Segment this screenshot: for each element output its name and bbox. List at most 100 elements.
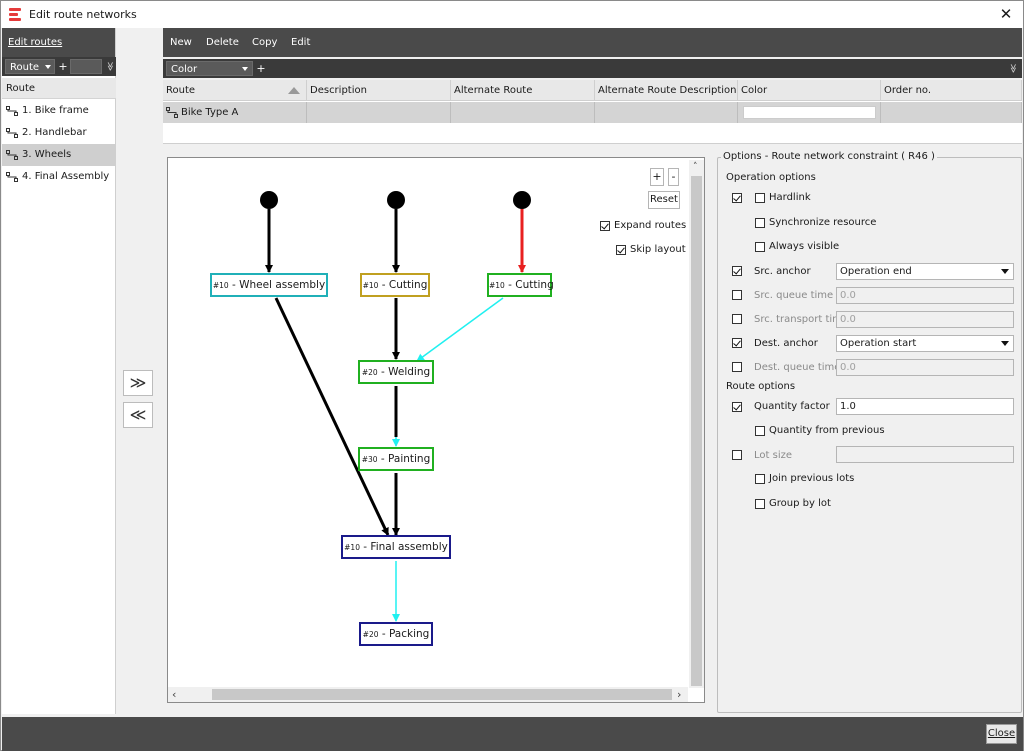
route-filter-dropdown[interactable]: Route — [5, 59, 55, 74]
add-filter-button[interactable]: + — [256, 62, 266, 75]
sidebar-item-route[interactable]: 2. Handlebar — [2, 122, 116, 144]
quantity-factor-input[interactable]: 1.0 — [836, 398, 1014, 415]
synchronize-resource-checkbox[interactable] — [755, 218, 765, 228]
route-network-canvas[interactable]: #10 - Wheel assembly#10 - Cutting#10 - C… — [167, 157, 705, 703]
expand-filter-chevron-icon[interactable]: ≫ — [1007, 63, 1018, 74]
operation-node[interactable]: #20 - Packing — [359, 622, 433, 646]
vertical-scrollbar[interactable]: ˄ — [689, 160, 704, 688]
dest-queue-time-input[interactable]: 0.0 — [836, 359, 1014, 376]
operation-node[interactable]: #10 - Final assembly — [341, 535, 451, 559]
sidebar-item-route[interactable]: 4. Final Assembly — [2, 166, 116, 188]
expand-filter-chevron-icon[interactable]: ≫ — [104, 61, 115, 72]
src-anchor-checkbox[interactable] — [732, 266, 742, 276]
bottom-bar — [2, 717, 1023, 751]
delete-button[interactable]: Delete — [206, 37, 239, 48]
scroll-left-icon[interactable]: ‹ — [172, 688, 177, 701]
left-toolbar: Edit routes — [2, 28, 115, 57]
column-header-route[interactable]: Route — [163, 80, 307, 101]
lot-size-input[interactable] — [836, 446, 1014, 463]
operation-node[interactable]: #10 - Cutting — [487, 273, 554, 297]
operation-node[interactable]: #20 - Welding — [358, 360, 434, 384]
src-transport-time-checkbox[interactable] — [732, 314, 742, 324]
reset-button[interactable]: Reset — [648, 191, 680, 209]
start-point[interactable] — [387, 191, 405, 209]
operation-node[interactable]: #10 - Wheel assembly — [210, 273, 328, 297]
always-visible-checkbox[interactable] — [755, 242, 765, 252]
group-by-lot-checkbox[interactable] — [755, 499, 765, 509]
column-header-order-no[interactable]: Order no. — [881, 80, 1022, 101]
color-filter-dropdown[interactable]: Color — [166, 61, 253, 76]
hardlink-checkbox[interactable] — [755, 193, 765, 203]
route-item-label: 4. Final Assembly — [22, 171, 110, 182]
horizontal-scroll-thumb[interactable] — [212, 689, 672, 700]
app-logo-icon — [9, 7, 23, 21]
new-button[interactable]: New — [170, 37, 192, 48]
operation-label: - Painting — [377, 453, 431, 465]
skip-layout-checkbox[interactable] — [616, 245, 626, 255]
route-cell: Bike Type A — [163, 102, 307, 123]
quantity-from-previous-checkbox[interactable] — [755, 426, 765, 436]
color-swatch[interactable] — [743, 106, 876, 119]
add-route-button[interactable]: ≫ — [123, 370, 153, 396]
start-point[interactable] — [513, 191, 531, 209]
join-previous-lots-checkbox[interactable] — [755, 474, 765, 484]
dest-anchor-checkbox[interactable] — [732, 338, 742, 348]
dropdown-caret-icon — [242, 67, 248, 71]
expand-routes-label: Expand routes — [614, 220, 687, 231]
quantity-from-previous-label: Quantity from previous — [769, 425, 885, 436]
expand-routes-checkbox[interactable] — [600, 221, 610, 231]
operation-number: #20 — [361, 368, 378, 377]
copy-button[interactable]: Copy — [252, 37, 278, 48]
operation-number: #20 — [362, 630, 379, 639]
src-queue-time-checkbox[interactable] — [732, 290, 742, 300]
operation-node[interactable]: #10 - Cutting — [360, 273, 430, 297]
column-header-color[interactable]: Color — [738, 80, 881, 101]
src-anchor-value: Operation end — [840, 266, 912, 277]
options-panel-title: Options - Route network constraint ( R46… — [721, 151, 937, 162]
edit-button[interactable]: Edit — [291, 37, 311, 48]
route-item-label: 1. Bike frame — [22, 105, 89, 116]
network-edges — [260, 191, 531, 622]
hardlink-enable-checkbox[interactable] — [732, 193, 742, 203]
order-no-cell — [881, 102, 1022, 123]
scroll-up-icon[interactable]: ˄ — [693, 162, 698, 172]
column-header-alternate-route[interactable]: Alternate Route — [451, 80, 595, 101]
src-queue-time-input[interactable]: 0.0 — [836, 287, 1014, 304]
start-point[interactable] — [260, 191, 278, 209]
quantity-factor-label: Quantity factor — [754, 401, 830, 412]
sidebar-item-route[interactable]: 1. Bike frame — [2, 100, 116, 122]
route-cell-label: Bike Type A — [181, 107, 239, 118]
src-anchor-select[interactable]: Operation end — [836, 263, 1014, 280]
column-header-alternate-route-description[interactable]: Alternate Route Description — [595, 80, 738, 101]
alternate-route-description-cell — [595, 102, 738, 123]
sidebar-item-route[interactable]: 3. Wheels — [2, 144, 116, 166]
close-button[interactable]: Close — [986, 724, 1017, 744]
src-transport-time-input[interactable]: 0.0 — [836, 311, 1014, 328]
lot-size-checkbox[interactable] — [732, 450, 742, 460]
dropdown-caret-icon — [45, 65, 51, 69]
operation-label: - Cutting — [504, 279, 554, 291]
operation-number: #10 — [212, 281, 229, 290]
dest-queue-time-checkbox[interactable] — [732, 362, 742, 372]
column-header-description[interactable]: Description — [307, 80, 451, 101]
route-network-icon — [6, 128, 18, 138]
route-network-icon — [6, 150, 18, 160]
dest-anchor-select[interactable]: Operation start — [836, 335, 1014, 352]
constraint-edge[interactable] — [416, 297, 504, 362]
zoom-out-button[interactable]: - — [668, 168, 679, 186]
horizontal-scrollbar[interactable]: ‹ › — [168, 687, 688, 702]
zoom-in-button[interactable]: + — [650, 168, 664, 186]
window-close-icon[interactable]: ✕ — [999, 5, 1013, 23]
operation-node[interactable]: #30 - Painting — [358, 447, 434, 471]
scroll-right-icon[interactable]: › — [677, 688, 682, 701]
remove-route-button[interactable]: ≪ — [123, 402, 153, 428]
quantity-factor-checkbox[interactable] — [732, 402, 742, 412]
src-anchor-label: Src. anchor — [754, 266, 811, 277]
operation-edge[interactable] — [274, 297, 390, 536]
main-toolbar: New Delete Copy Edit — [163, 28, 1022, 57]
vertical-scroll-thumb[interactable] — [691, 176, 702, 686]
add-filter-button[interactable]: + — [58, 60, 68, 73]
filter-value-input[interactable] — [70, 59, 102, 74]
edit-routes-button[interactable]: Edit routes — [8, 37, 63, 48]
